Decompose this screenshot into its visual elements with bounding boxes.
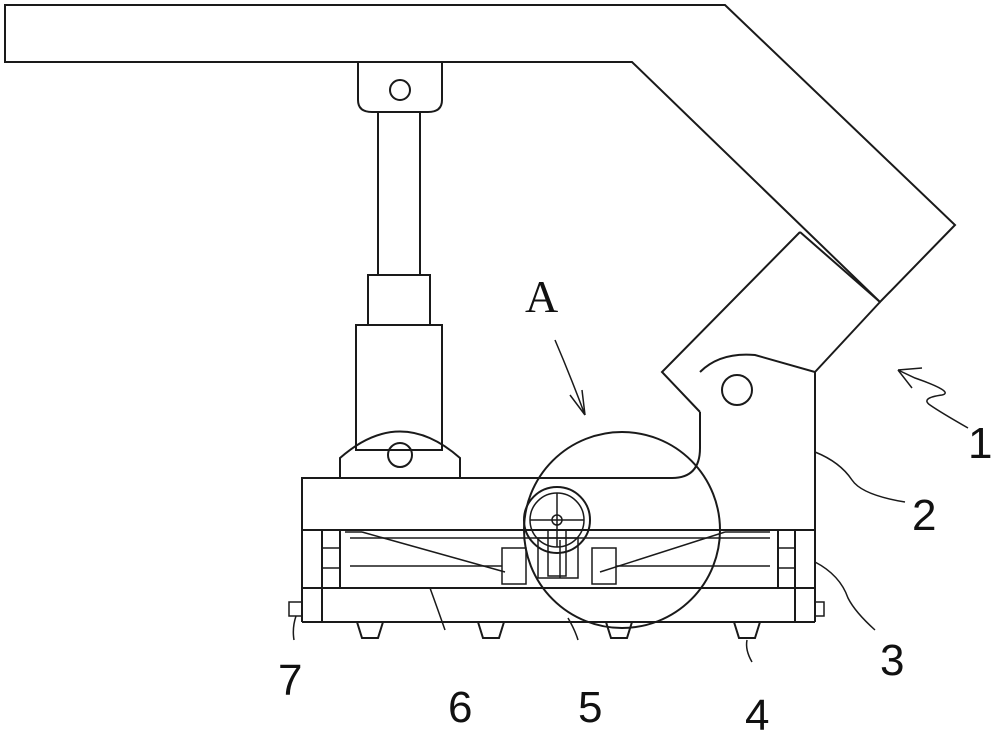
label-5: 5 bbox=[578, 683, 602, 732]
leader-lines bbox=[292, 339, 969, 663]
label-6: 6 bbox=[448, 683, 472, 732]
teeth bbox=[356, 621, 761, 639]
label-2: 2 bbox=[912, 491, 936, 540]
label-a: A bbox=[525, 271, 558, 322]
hydraulic-cylinder bbox=[339, 111, 461, 478]
side-bracket bbox=[301, 353, 816, 531]
center-mechanism bbox=[350, 486, 770, 585]
label-4: 4 bbox=[745, 691, 769, 736]
detail-circle-a bbox=[523, 431, 721, 629]
label-3: 3 bbox=[880, 636, 904, 685]
label-7: 7 bbox=[278, 656, 302, 705]
top-clevis bbox=[357, 62, 443, 113]
label-1: 1 bbox=[968, 419, 992, 468]
boom-arm bbox=[4, 4, 957, 413]
